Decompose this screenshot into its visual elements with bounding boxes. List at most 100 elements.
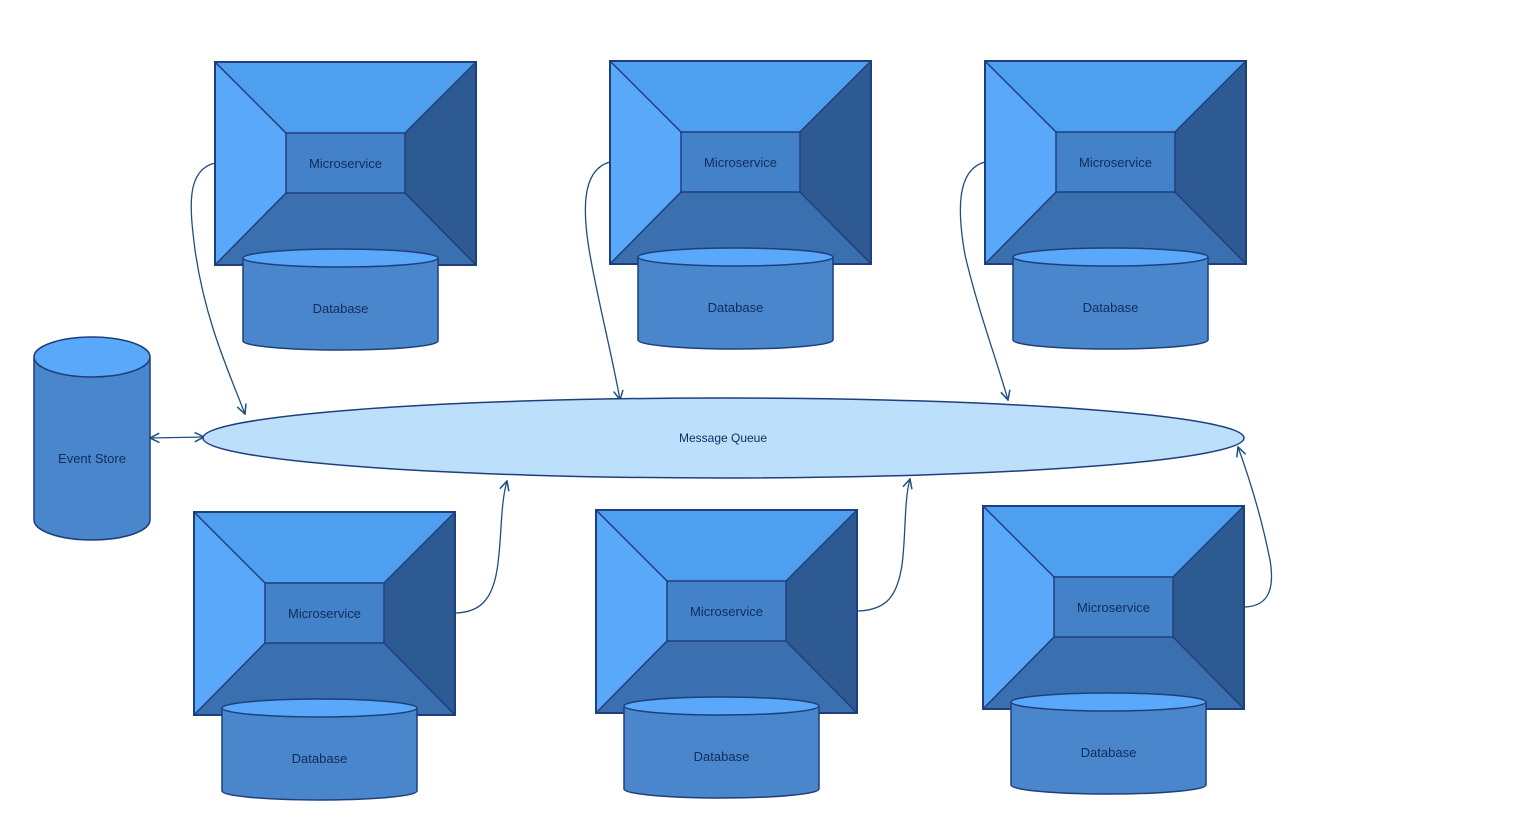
- service-bevel-line: [982, 505, 1055, 578]
- database-label: Database: [708, 300, 764, 315]
- database-node: Database: [623, 696, 820, 799]
- service-label: Microservice: [288, 606, 361, 621]
- service-face-right: [1173, 506, 1244, 709]
- service-face-left: [610, 61, 681, 264]
- services-group: MicroserviceDatabaseMicroserviceDatabase…: [193, 60, 1247, 801]
- service-bevel-line: [609, 60, 682, 133]
- edge-top-2-to-queue: [584, 161, 620, 400]
- service-center: [680, 131, 801, 193]
- service-center: [285, 132, 406, 194]
- service-face-bottom: [610, 192, 871, 264]
- database-top: [1010, 692, 1207, 712]
- service-face-left: [194, 512, 265, 715]
- service-label: Microservice: [1077, 600, 1150, 615]
- service-bevel-line: [404, 61, 477, 134]
- service-face-top: [983, 506, 1244, 577]
- database-node: Database: [242, 248, 439, 351]
- database-node: Database: [1012, 247, 1209, 350]
- service-face-bottom: [215, 193, 476, 265]
- service-node: Microservice: [595, 509, 858, 714]
- database-label: Database: [292, 751, 348, 766]
- database-label: Database: [313, 301, 369, 316]
- service-face-bottom: [194, 643, 455, 715]
- edge-top-3-to-queue: [959, 161, 1008, 400]
- service-node: Microservice: [982, 505, 1245, 710]
- event-store-label: Event Store: [58, 451, 126, 466]
- database-node: Database: [1010, 692, 1207, 795]
- database-body: [1012, 257, 1209, 350]
- database-top: [637, 247, 834, 267]
- service-face-right: [384, 512, 455, 715]
- service-bevel-line: [193, 511, 266, 584]
- service-bevel-line: [609, 191, 682, 265]
- service-bevel-line: [1172, 636, 1245, 710]
- service-node: Microservice: [609, 60, 872, 265]
- edge-event-store-queue: [150, 437, 204, 438]
- service-bevel-line: [214, 61, 287, 134]
- service-bevel-line: [785, 509, 858, 582]
- service-bevel-line: [214, 192, 287, 266]
- service-face-bottom: [596, 641, 857, 713]
- service-bevel-line: [404, 192, 477, 266]
- service-face-top: [215, 62, 476, 133]
- event-store-body: [33, 357, 151, 541]
- database-body: [242, 258, 439, 351]
- service-face-right: [786, 510, 857, 713]
- service-center: [1055, 131, 1176, 193]
- service-face-bottom: [983, 637, 1244, 709]
- event-store: Event Store: [33, 336, 151, 541]
- edge-bottom-3-to-queue: [1238, 447, 1273, 608]
- service-face-left: [596, 510, 667, 713]
- service-bevel-line: [785, 640, 858, 714]
- service-node: Microservice: [193, 511, 456, 716]
- service-bevel-line: [799, 191, 872, 265]
- database-top: [1012, 247, 1209, 267]
- service-center: [1053, 576, 1174, 638]
- service-face-top: [194, 512, 455, 583]
- message-queue: Message Queue: [202, 397, 1245, 479]
- service-label: Microservice: [690, 604, 763, 619]
- edge-bottom-1-to-queue: [455, 481, 507, 614]
- service-bevel-line: [984, 191, 1057, 265]
- service-label: Microservice: [1079, 155, 1152, 170]
- service-label: Microservice: [704, 155, 777, 170]
- database-top: [221, 698, 418, 718]
- database-body: [1010, 702, 1207, 795]
- service-node: Microservice: [984, 60, 1247, 265]
- service-face-top: [985, 61, 1246, 132]
- database-node: Database: [637, 247, 834, 350]
- service-bevel-line: [595, 509, 668, 582]
- database-body: [637, 257, 834, 350]
- service-center: [264, 582, 385, 644]
- service-node: Microservice: [214, 61, 477, 266]
- service-bevel-line: [799, 60, 872, 133]
- database-label: Database: [1081, 745, 1137, 760]
- service-bevel-line: [984, 60, 1057, 133]
- edge-top-1-to-queue: [190, 162, 245, 414]
- event-store-top: [33, 336, 151, 378]
- service-bevel-line: [1172, 505, 1245, 578]
- message-queue-label: Message Queue: [679, 431, 767, 445]
- service-bevel-line: [1174, 191, 1247, 265]
- service-bevel-line: [982, 636, 1055, 710]
- database-top: [623, 696, 820, 716]
- service-bevel-line: [595, 640, 668, 714]
- database-node: Database: [221, 698, 418, 801]
- database-label: Database: [694, 749, 750, 764]
- service-bevel-line: [383, 511, 456, 584]
- database-body: [221, 708, 418, 801]
- edge-bottom-2-to-queue: [857, 479, 910, 612]
- service-face-right: [1175, 61, 1246, 264]
- service-face-bottom: [985, 192, 1246, 264]
- service-face-top: [610, 61, 871, 132]
- service-bevel-line: [1174, 60, 1247, 133]
- service-label: Microservice: [309, 156, 382, 171]
- service-center: [666, 580, 787, 642]
- service-face-left: [983, 506, 1054, 709]
- service-bevel-line: [383, 642, 456, 716]
- service-face-top: [596, 510, 857, 581]
- database-top: [242, 248, 439, 268]
- service-bevel-line: [193, 642, 266, 716]
- connections: [150, 161, 1273, 614]
